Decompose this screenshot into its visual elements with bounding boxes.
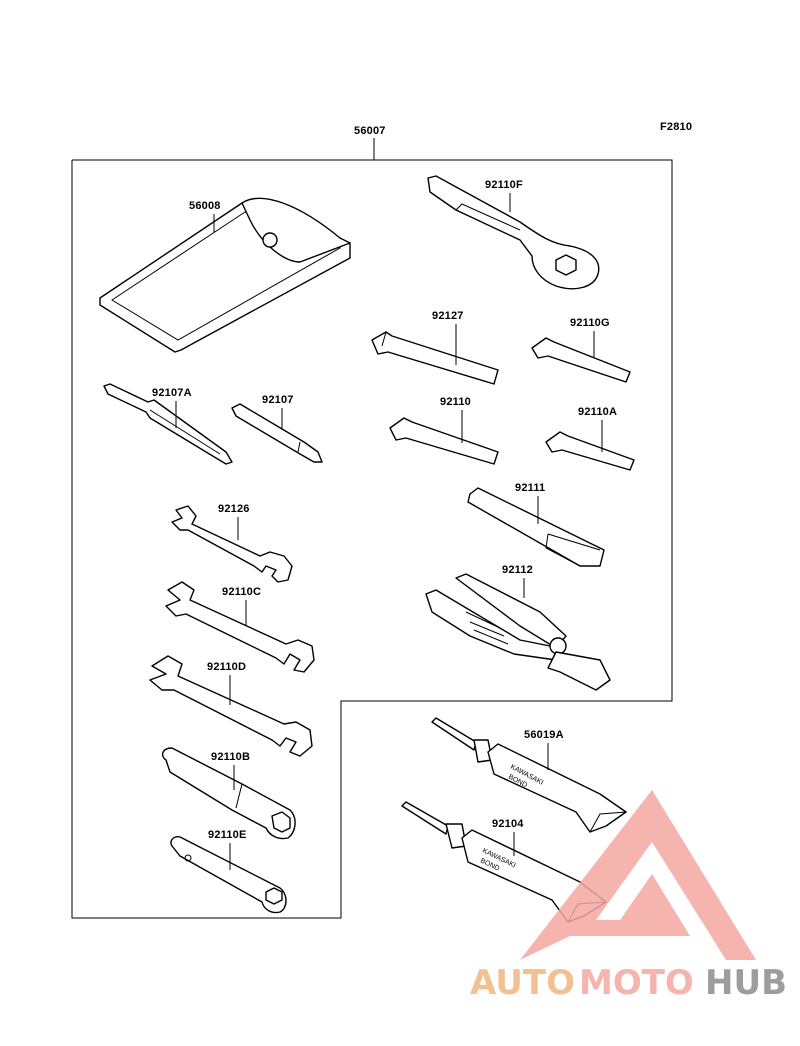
- ring-spanner: [427, 175, 600, 290]
- label-bond-tube-2: 92104: [492, 818, 524, 830]
- hex-key-a: [545, 431, 635, 471]
- label-hex-key-a: 92110A: [578, 406, 617, 418]
- watermark-triangle-icon: [520, 790, 756, 960]
- screwdriver-handle: [467, 487, 605, 567]
- label-hex-key-mid: 92110: [440, 396, 471, 408]
- label-open-wrench-d: 92110D: [207, 661, 246, 673]
- label-bond-tube-1: 56019A: [524, 729, 564, 741]
- open-wrench-d: [149, 655, 313, 757]
- kit-number-label: 56007: [354, 125, 386, 137]
- watermark-word-auto: AUTO: [470, 963, 575, 1003]
- label-screwdriver-bit-a: 92107A: [152, 387, 192, 399]
- box-wrench-e: [170, 836, 287, 914]
- hex-key-large: [371, 331, 499, 385]
- box-wrench-b: [161, 747, 296, 840]
- watermark-word-hub: HUB: [705, 963, 787, 1003]
- label-ring-spanner: 92110F: [485, 179, 523, 191]
- label-box-wrench-e: 92110E: [208, 829, 247, 841]
- hex-key-mid: [389, 417, 499, 465]
- hex-key-g: [531, 337, 631, 383]
- tool-pouch: [99, 197, 351, 353]
- figure-code: F2810: [660, 121, 692, 133]
- label-screwdriver-handle: 92111: [515, 482, 545, 494]
- kit-outline: [71, 159, 673, 919]
- watermark-word-moto: MOTO: [579, 963, 694, 1003]
- label-box-wrench-b: 92110B: [211, 751, 250, 763]
- label-hex-key-g: 92110G: [570, 317, 610, 329]
- label-hex-key-large: 92127: [432, 310, 464, 322]
- screwdriver-bit-a: [103, 383, 233, 465]
- label-screwdriver-bit: 92107: [262, 394, 294, 406]
- open-wrench-c: [165, 581, 315, 673]
- label-open-wrench-small: 92126: [218, 503, 250, 515]
- open-wrench-small: [171, 505, 293, 583]
- label-pliers: 92112: [502, 564, 533, 576]
- screwdriver-bit: [231, 403, 323, 463]
- label-pouch: 56008: [189, 200, 221, 212]
- pliers: [425, 573, 611, 691]
- label-open-wrench-c: 92110C: [222, 586, 261, 598]
- watermark-logo: AUTO MOTO HUB: [470, 790, 787, 1003]
